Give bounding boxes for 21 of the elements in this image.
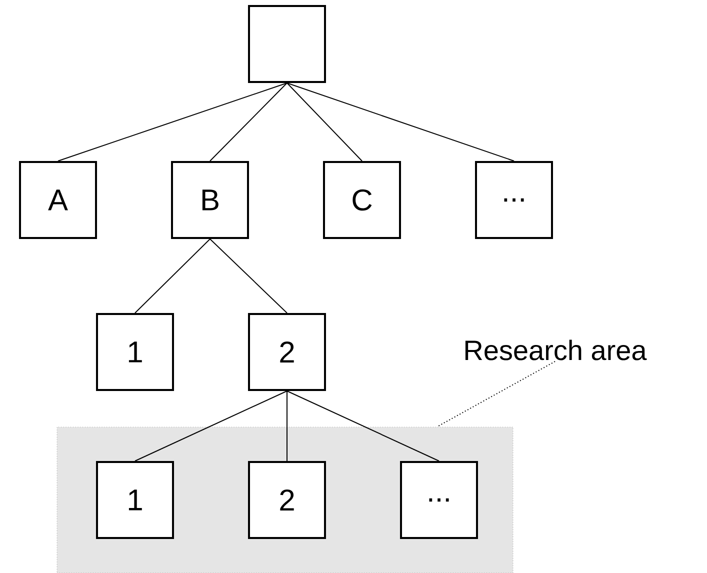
- connector-line: [58, 82, 288, 162]
- tree-node-box: 2: [248, 313, 326, 391]
- tree-node-box: ...: [475, 161, 553, 239]
- tree-node-box: C: [323, 161, 401, 239]
- connector-line: [286, 390, 288, 462]
- tree-node-box: A: [19, 161, 97, 239]
- area-label: Research area: [465, 340, 647, 360]
- tree-node-box: 2: [248, 460, 326, 539]
- connector-line: [286, 82, 362, 162]
- connector-line: [286, 390, 440, 462]
- connector-line: [134, 238, 210, 314]
- tree-node-box: 1: [96, 313, 174, 391]
- connector-line: [210, 238, 288, 314]
- tree-node-box: ...: [400, 460, 478, 539]
- tree-node-box: B: [171, 161, 249, 239]
- connector-line: [134, 390, 288, 462]
- tree-node-box: 1: [96, 460, 174, 539]
- connector-line: [286, 82, 514, 162]
- tree-node-box: [248, 5, 326, 83]
- leader-line: [436, 360, 556, 428]
- connector-line: [210, 82, 288, 162]
